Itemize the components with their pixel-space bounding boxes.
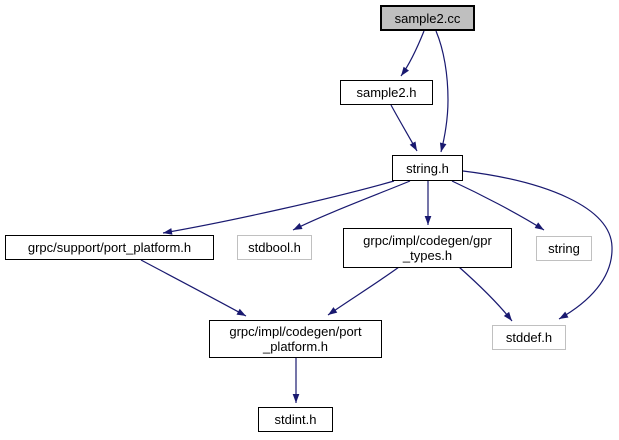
node-label-line2: _types.h (402, 248, 453, 263)
node-label: string.h (406, 160, 449, 176)
node-string: string (536, 236, 592, 261)
edge-sample2h-to-stringh (390, 104, 418, 152)
edge-stringh-to-grpc-support-port-platform (162, 180, 395, 235)
edge-gpr-types-to-codegen-pp (327, 266, 400, 316)
node-stdint-h[interactable]: stdint.h (258, 407, 333, 432)
node-sample2-cc: sample2.cc (380, 5, 475, 31)
node-label: stdbool.h (248, 240, 301, 255)
node-string-h[interactable]: string.h (392, 155, 463, 181)
node-stddef-h: stddef.h (492, 325, 566, 350)
node-label: stddef.h (505, 330, 553, 345)
node-sample2-h[interactable]: sample2.h (340, 80, 433, 105)
node-stdbool-h: stdbool.h (237, 235, 312, 260)
node-label-line2: _platform.h (262, 339, 329, 354)
node-label-line1: grpc/impl/codegen/gpr (363, 233, 492, 248)
edge-sample2cc-to-stringh (435, 30, 449, 153)
node-label: grpc/support/port_platform.h (27, 240, 192, 255)
edge-gpr-types-to-stddef (458, 266, 513, 322)
node-label-line1: grpc/impl/codegen/port (229, 324, 362, 339)
node-grpc-impl-codegen-gpr-types-h[interactable]: grpc/impl/codegen/gpr _types.h (343, 228, 512, 268)
edge-support-pp-to-codegen-pp (140, 259, 247, 317)
edge-stringh-to-string (451, 180, 545, 231)
node-label: string (548, 241, 580, 256)
node-label: stdint.h (274, 412, 317, 427)
edge-stringh-to-stdbool (292, 180, 411, 231)
node-label: sample2.cc (394, 10, 461, 26)
node-label: sample2.h (356, 85, 417, 100)
node-grpc-impl-codegen-port-platform-h[interactable]: grpc/impl/codegen/port _platform.h (209, 320, 382, 358)
node-grpc-support-port-platform-h[interactable]: grpc/support/port_platform.h (5, 235, 214, 260)
edge-sample2cc-to-sample2h (400, 30, 425, 77)
